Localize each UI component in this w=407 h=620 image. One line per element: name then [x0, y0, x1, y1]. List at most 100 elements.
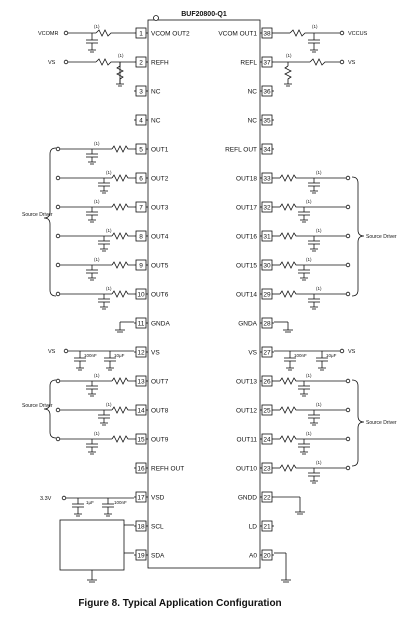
- output-network: (1): [55, 170, 134, 194]
- pin-number: 20: [263, 552, 271, 559]
- output-network: (1): [274, 257, 351, 281]
- pin-label: OUT1: [151, 146, 169, 153]
- output-network: (1): [55, 257, 134, 281]
- vs-mid-left-network: VS 100nF 10μF: [48, 348, 134, 371]
- pin-number: 13: [137, 378, 145, 385]
- pin-label: VS: [248, 349, 257, 356]
- note-marker: (1): [306, 257, 312, 262]
- source-driver-right-top: Source Driver: [351, 176, 397, 297]
- note-marker: (1): [106, 402, 112, 407]
- note-marker: (1): [94, 257, 100, 262]
- note-marker: (1): [94, 199, 100, 204]
- pin-label: OUT4: [151, 233, 169, 240]
- note-4: (1): [286, 53, 292, 58]
- output-network: (1): [274, 460, 351, 484]
- pin-label: OUT9: [151, 436, 169, 443]
- note-3: (1): [312, 24, 318, 29]
- source-driver-label-2: Source Driver: [366, 234, 397, 240]
- pin-number: 9: [139, 262, 143, 269]
- left-output-networks: (1)(1)(1)(1)(1)(1)(1)(1)(1): [55, 141, 134, 455]
- pin-label: OUT16: [236, 233, 257, 240]
- output-network: (1): [274, 402, 351, 426]
- pin-number: 7: [139, 204, 143, 211]
- note-marker: (1): [316, 460, 322, 465]
- pin-label: OUT2: [151, 175, 169, 182]
- pin-label: OUT18: [236, 175, 257, 182]
- note-marker: (1): [306, 431, 312, 436]
- vs-left-top-network: VS (1): [48, 53, 134, 87]
- ic-title: BUF20800-Q1: [181, 11, 227, 18]
- pin-left-6: 6 OUT2: [134, 172, 169, 184]
- pin-right-28: 28 GNDA: [238, 317, 274, 329]
- vsd-supply-network: 3.3V 1μF 100nF: [40, 495, 134, 517]
- output-network: (1): [55, 199, 134, 223]
- pin-label: NC: [248, 88, 258, 95]
- a0-ground: [274, 552, 291, 583]
- pin-label: OUT12: [236, 407, 257, 414]
- pin-label: SDA: [151, 552, 165, 559]
- pin-label: NC: [248, 117, 258, 124]
- pin-number: 6: [139, 175, 143, 182]
- pin-label: GNDD: [238, 494, 257, 501]
- pin-label: OUT8: [151, 407, 169, 414]
- pin-label: OUT14: [236, 291, 257, 298]
- note-marker: (1): [316, 402, 322, 407]
- cap-10uf-right: 10μF: [326, 353, 337, 358]
- pin-label: A0: [249, 552, 257, 559]
- pin-number: 28: [263, 320, 271, 327]
- pin-number: 19: [137, 552, 145, 559]
- note-marker: (1): [106, 170, 112, 175]
- pin-label: NC: [151, 88, 161, 95]
- pin-label: VS: [151, 349, 160, 356]
- pin-label: REFL: [240, 59, 257, 66]
- pin-label: OUT11: [237, 436, 258, 443]
- output-network: (1): [55, 228, 134, 252]
- pin-number: 30: [263, 262, 271, 269]
- gnda-left-ground: [115, 321, 134, 333]
- output-network: (1): [55, 286, 134, 310]
- pin-label: GNDA: [238, 320, 257, 327]
- output-network: (1): [274, 170, 351, 194]
- note-marker: (1): [94, 373, 100, 378]
- pin-label: REFH OUT: [151, 465, 184, 472]
- pin-right-21: 21 LD: [249, 520, 274, 532]
- pin-number: 4: [139, 117, 143, 124]
- pin-left-19: 19 SDA: [134, 549, 165, 561]
- cap-100nf-right: 100nF: [294, 353, 307, 358]
- vcom-right-label: VCCUS: [348, 31, 368, 37]
- vs-right-label: VS: [348, 60, 356, 66]
- note-marker: (1): [306, 373, 312, 378]
- output-network: (1): [55, 373, 134, 397]
- cap-100nf-vsd: 100nF: [114, 500, 127, 505]
- pin-number: 21: [263, 523, 271, 530]
- controller-box: [59, 519, 134, 583]
- vcom-left-network: VCOMR (1): [38, 24, 134, 53]
- pin-label: OUT6: [151, 291, 169, 298]
- pin-label: OUT10: [236, 465, 257, 472]
- pin-label: NC: [151, 117, 161, 124]
- figure-caption: Figure 8. Typical Application Configurat…: [78, 598, 281, 609]
- source-driver-left-bottom: Source Driver: [22, 379, 57, 439]
- note-marker: (1): [316, 286, 322, 291]
- source-driver-label-1: Source Driver: [22, 212, 53, 218]
- pin-label: OUT5: [151, 262, 169, 269]
- output-network: (1): [274, 228, 351, 252]
- pin-label: LD: [249, 523, 258, 530]
